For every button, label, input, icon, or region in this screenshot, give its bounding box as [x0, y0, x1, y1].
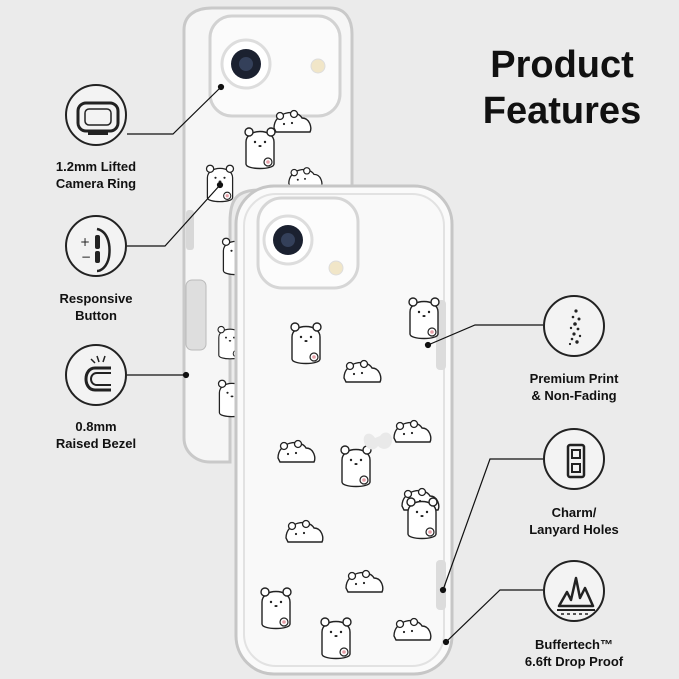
feature-label-lanyard-holes: Charm/ Lanyard Holes	[529, 505, 619, 537]
feature-label-responsive-button: Responsive Button	[59, 291, 133, 323]
svg-text:+: +	[80, 235, 90, 249]
drop-proof-icon	[543, 560, 605, 622]
svg-text:−: −	[81, 250, 91, 264]
bezel-icon	[65, 344, 127, 406]
print-dots-icon	[543, 295, 605, 357]
lanyard-hole-icon	[543, 428, 605, 490]
front-phone-case	[234, 184, 454, 676]
feature-label-drop-proof: Buffertech™ 6.6ft Drop Proof	[524, 637, 624, 669]
feature-label-premium-print: Premium Print & Non-Fading	[529, 371, 619, 403]
back-phone-case	[182, 6, 354, 464]
camera-ring-icon	[65, 84, 127, 146]
feature-label-camera-ring: 1.2mm Lifted Camera Ring	[55, 159, 137, 191]
page-title: Product Features	[482, 44, 642, 132]
button-icon: + −	[65, 215, 127, 277]
feature-label-raised-bezel: 0.8mm Raised Bezel	[55, 419, 137, 451]
